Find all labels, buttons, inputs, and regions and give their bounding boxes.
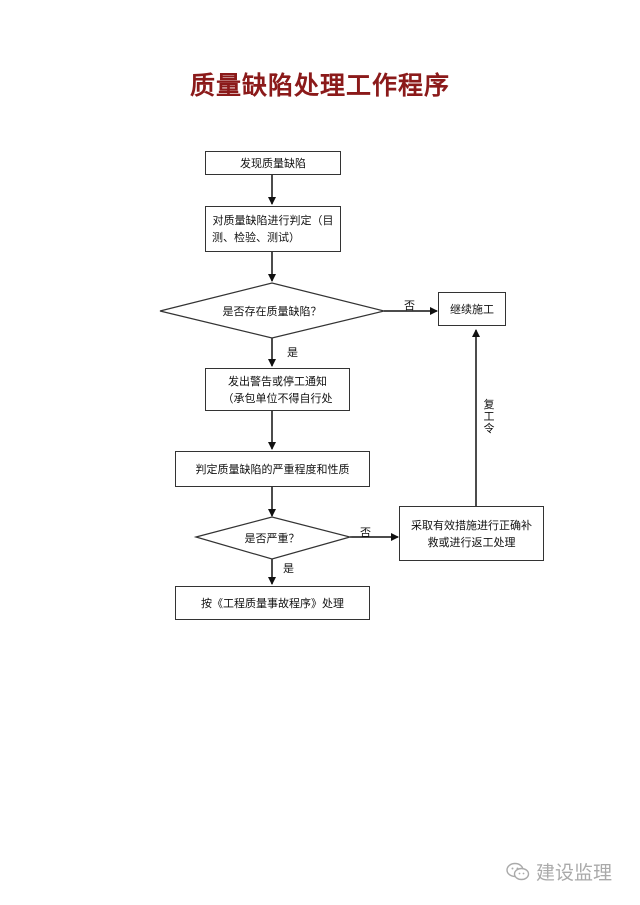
node-remedy-line2: 救或进行返工处理	[427, 535, 516, 549]
node-accident-label: 按《工程质量事故程序》处理	[201, 596, 344, 610]
node-continue: 继续施工	[438, 292, 506, 326]
node-severity: 判定质量缺陷的严重程度和性质	[175, 451, 370, 487]
node-judge: 对质量缺陷进行判定（目 测、检验、测试）	[205, 206, 341, 252]
node-remedy: 采取有效措施进行正确补 救或进行返工处理	[399, 506, 544, 561]
node-accident: 按《工程质量事故程序》处理	[175, 586, 370, 620]
node-remedy-line1: 采取有效措施进行正确补	[411, 518, 532, 532]
edge-label-yes-2: 是	[283, 562, 294, 575]
node-discover-label: 发现质量缺陷	[240, 156, 306, 170]
node-notice-line1: 发出警告或停工通知	[228, 374, 327, 388]
node-judge-line2: 测、检验、测试）	[212, 231, 300, 244]
edge-label-no-2: 否	[360, 526, 371, 539]
edge-label-no-1: 否	[404, 299, 415, 312]
edge-label-resume-2: 工	[483, 410, 495, 423]
edge-label-resume-3: 令	[483, 422, 495, 435]
node-judge-line1: 对质量缺陷进行判定（目	[212, 214, 334, 227]
edge-label-yes-1: 是	[287, 346, 298, 359]
node-notice-line2: （承包单位不得自行处	[222, 391, 333, 405]
node-severity-label: 判定质量缺陷的严重程度和性质	[195, 462, 350, 476]
node-notice: 发出警告或停工通知 （承包单位不得自行处	[205, 368, 350, 411]
node-continue-label: 继续施工	[450, 302, 494, 316]
decision-serious-label: 是否严重？	[244, 532, 300, 545]
decision-exists-label: 是否存在质量缺陷？	[222, 305, 322, 318]
watermark-text: 建设监理	[536, 862, 613, 884]
wechat-icon	[506, 862, 530, 880]
page-title: 质量缺陷处理工作程序	[189, 71, 450, 100]
watermark: 建设监理	[506, 858, 612, 885]
decision-exists-shape	[159, 282, 385, 339]
decision-serious-shape	[193, 516, 353, 560]
edge-label-resume-1: 复	[483, 398, 495, 411]
node-discover: 发现质量缺陷	[205, 151, 341, 175]
